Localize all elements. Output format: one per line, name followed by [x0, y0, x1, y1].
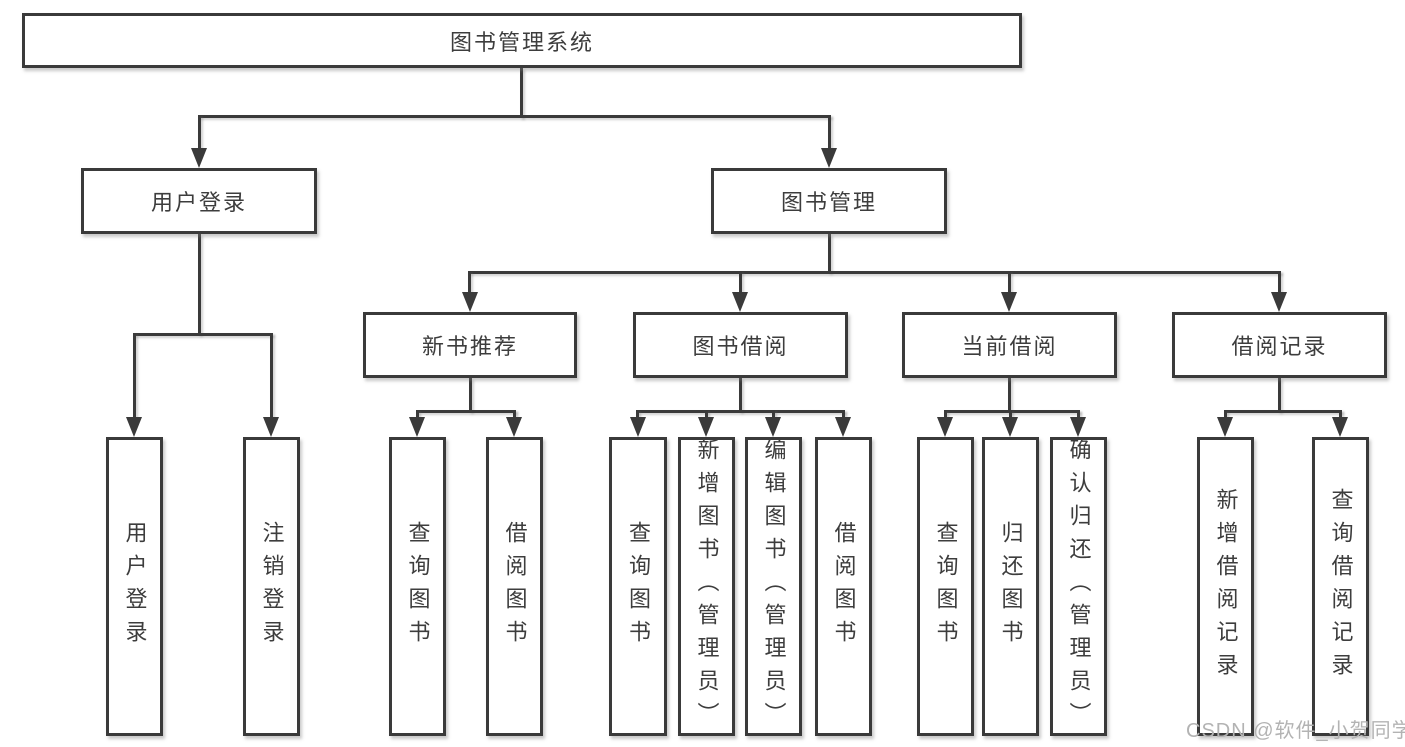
leaf-return-books: 归还图书 — [982, 437, 1039, 736]
arrowhead-icon — [1002, 417, 1018, 437]
leaf-label: 编辑图书（管理员） — [761, 438, 787, 735]
connector-line — [1278, 378, 1281, 412]
connector-line — [828, 234, 831, 273]
connector-line — [270, 333, 273, 418]
connector-line — [513, 410, 516, 419]
leaf-add-borrowing-record: 新增借阅记录 — [1197, 437, 1254, 736]
arrowhead-icon — [835, 417, 851, 437]
arrowhead-icon — [630, 417, 646, 437]
connector-line — [944, 410, 1080, 413]
node-current-borrowing: 当前借阅 — [902, 312, 1117, 378]
leaf-borrow-books: 借阅图书 — [815, 437, 872, 736]
leaf-label: 新增借阅记录 — [1213, 487, 1239, 686]
leaf-query-borrowing-record: 查询借阅记录 — [1312, 437, 1369, 736]
arrowhead-icon — [698, 417, 714, 437]
connector-line — [469, 378, 472, 412]
node-book-borrowing: 图书借阅 — [633, 312, 848, 378]
arrowhead-icon — [1001, 292, 1017, 312]
node-new-book-recommend: 新书推荐 — [363, 312, 577, 378]
arrowhead-icon — [126, 417, 142, 437]
connector-line — [198, 234, 201, 335]
arrowhead-icon — [1332, 417, 1348, 437]
connector-line — [636, 410, 639, 419]
node-book-management: 图书管理 — [711, 168, 947, 234]
connector-line — [416, 410, 419, 419]
arrowhead-icon — [1070, 417, 1086, 437]
leaf-label: 查询图书 — [626, 520, 651, 653]
connector-line — [416, 410, 516, 413]
leaf-label: 注销登录 — [259, 520, 285, 653]
connector-line — [198, 115, 201, 150]
leaf-user-login: 用户登录 — [106, 437, 163, 736]
connector-line — [1224, 410, 1342, 413]
csdn-watermark: CSDN @软件_小贺同学 — [1186, 720, 1405, 742]
node-library-management-system: 图书管理系统 — [22, 13, 1022, 68]
arrowhead-icon — [263, 417, 279, 437]
connector-line — [133, 333, 136, 418]
leaf-query-books-current: 查询图书 — [917, 437, 974, 736]
leaf-label: 查询图书 — [405, 520, 431, 653]
leaf-label: 归还图书 — [998, 520, 1024, 653]
leaf-label: 查询图书 — [933, 520, 959, 653]
arrowhead-icon — [732, 292, 748, 312]
leaf-label: 借阅图书 — [502, 520, 528, 653]
leaf-add-books-admin: 新增图书（管理员） — [678, 437, 735, 736]
node-user-login: 用户登录 — [81, 168, 317, 234]
connector-line — [842, 410, 845, 419]
connector-line — [1224, 410, 1227, 419]
connector-line — [1008, 378, 1011, 412]
connector-line — [636, 410, 845, 413]
connector-line — [739, 271, 742, 294]
connector-line — [944, 410, 947, 419]
connector-line — [1339, 410, 1342, 419]
node-borrowing-records: 借阅记录 — [1172, 312, 1387, 378]
leaf-label: 新增图书（管理员） — [694, 438, 720, 735]
leaf-label: 用户登录 — [122, 520, 148, 653]
arrowhead-icon — [1271, 292, 1287, 312]
connector-line — [739, 378, 742, 412]
connector-line — [828, 115, 831, 150]
leaf-edit-books-admin: 编辑图书（管理员） — [745, 437, 802, 736]
connector-line — [133, 333, 273, 336]
arrowhead-icon — [191, 148, 207, 168]
connector-line — [1077, 410, 1080, 419]
leaf-label: 确认归还（管理员） — [1066, 438, 1092, 735]
leaf-confirm-return-admin: 确认归还（管理员） — [1050, 437, 1107, 736]
connector-line — [468, 271, 471, 294]
connector-line — [1009, 410, 1012, 419]
leaf-borrow-books-recommend: 借阅图书 — [486, 437, 543, 736]
arrowhead-icon — [462, 292, 478, 312]
leaf-label: 借阅图书 — [831, 520, 857, 653]
connector-line — [705, 410, 708, 419]
arrowhead-icon — [1217, 417, 1233, 437]
leaf-label: 查询借阅记录 — [1328, 487, 1354, 686]
leaf-logout-login: 注销登录 — [243, 437, 300, 736]
arrowhead-icon — [409, 417, 425, 437]
connector-line — [198, 115, 831, 118]
connector-line — [1278, 271, 1281, 294]
leaf-query-books-borrowing: 查询图书 — [609, 437, 667, 736]
arrowhead-icon — [821, 148, 837, 168]
arrowhead-icon — [937, 417, 953, 437]
connector-line — [468, 271, 1281, 274]
connector-line — [1008, 271, 1011, 294]
arrowhead-icon — [506, 417, 522, 437]
leaf-query-books-recommend: 查询图书 — [389, 437, 446, 736]
arrowhead-icon — [765, 417, 781, 437]
connector-line — [520, 68, 523, 118]
connector-line — [772, 410, 775, 419]
